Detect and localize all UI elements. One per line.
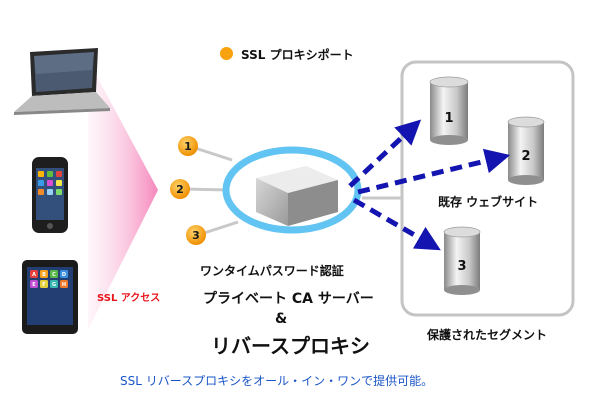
server-2-label: 2 [521, 149, 530, 164]
proxy-arrows [348, 119, 511, 251]
ampersand: & [275, 311, 288, 327]
server-1: 1 [429, 76, 469, 145]
reverse-proxy-feature: リバースプロキシ [211, 334, 370, 358]
private-ca-feature: プライベート CA サーバー [203, 291, 374, 307]
port-3: 3 [186, 225, 206, 245]
server-3: 3 [443, 226, 481, 295]
existing-websites-label: 既存 ウェブサイト [438, 195, 539, 209]
tablet-app-letter: B [42, 272, 46, 278]
otp-feature: ワンタイムパスワード認証 [200, 264, 344, 278]
protected-segment-label: 保護されたセグメント [427, 328, 548, 342]
port-1: 1 [178, 136, 198, 156]
tablet-app-letter: H [62, 282, 66, 288]
legend-dot [220, 47, 233, 60]
protected-segment-box [400, 60, 575, 317]
proxy-server-cube [256, 166, 338, 226]
arrow-to-server-1 [348, 119, 422, 188]
port-2-label: 2 [176, 183, 184, 196]
access-funnel [88, 60, 158, 330]
server-2: 2 [507, 116, 545, 185]
tablet-app-letter: E [32, 282, 36, 288]
tablet-app-tile [60, 270, 68, 278]
tablet-app-letter: C [52, 272, 56, 278]
legend-label: SSL プロキシポート [241, 48, 354, 62]
tablet-app-tile [40, 280, 48, 288]
tablet-app-letter: A [32, 272, 36, 278]
tablet-app-letter: G [52, 282, 56, 288]
port-1-label: 1 [184, 140, 192, 153]
smartphone-icon [32, 157, 68, 233]
server-1-label: 1 [444, 111, 453, 126]
tablet-app-letter: D [62, 272, 66, 278]
tablet-app-tile [30, 280, 38, 288]
ssl-access-label: SSL アクセス [97, 293, 161, 304]
tablet-app-tile [30, 270, 38, 278]
port-3-label: 3 [192, 229, 200, 242]
tablet-app-tile [50, 270, 58, 278]
server-3-label: 3 [457, 259, 466, 274]
tablet-app-tile [60, 280, 68, 288]
laptop-icon [14, 48, 110, 115]
tablet-app-tile [50, 280, 58, 288]
tablet-app-letter: F [42, 282, 45, 288]
arrow-to-server-2 [357, 148, 511, 195]
arrow-to-server-3 [352, 197, 441, 251]
tablet-app-tile [40, 270, 48, 278]
caption: SSL リバースプロキシをオール・イン・ワンで提供可能。 [120, 374, 434, 388]
port-connectors [182, 145, 239, 237]
port-2: 2 [170, 179, 190, 199]
